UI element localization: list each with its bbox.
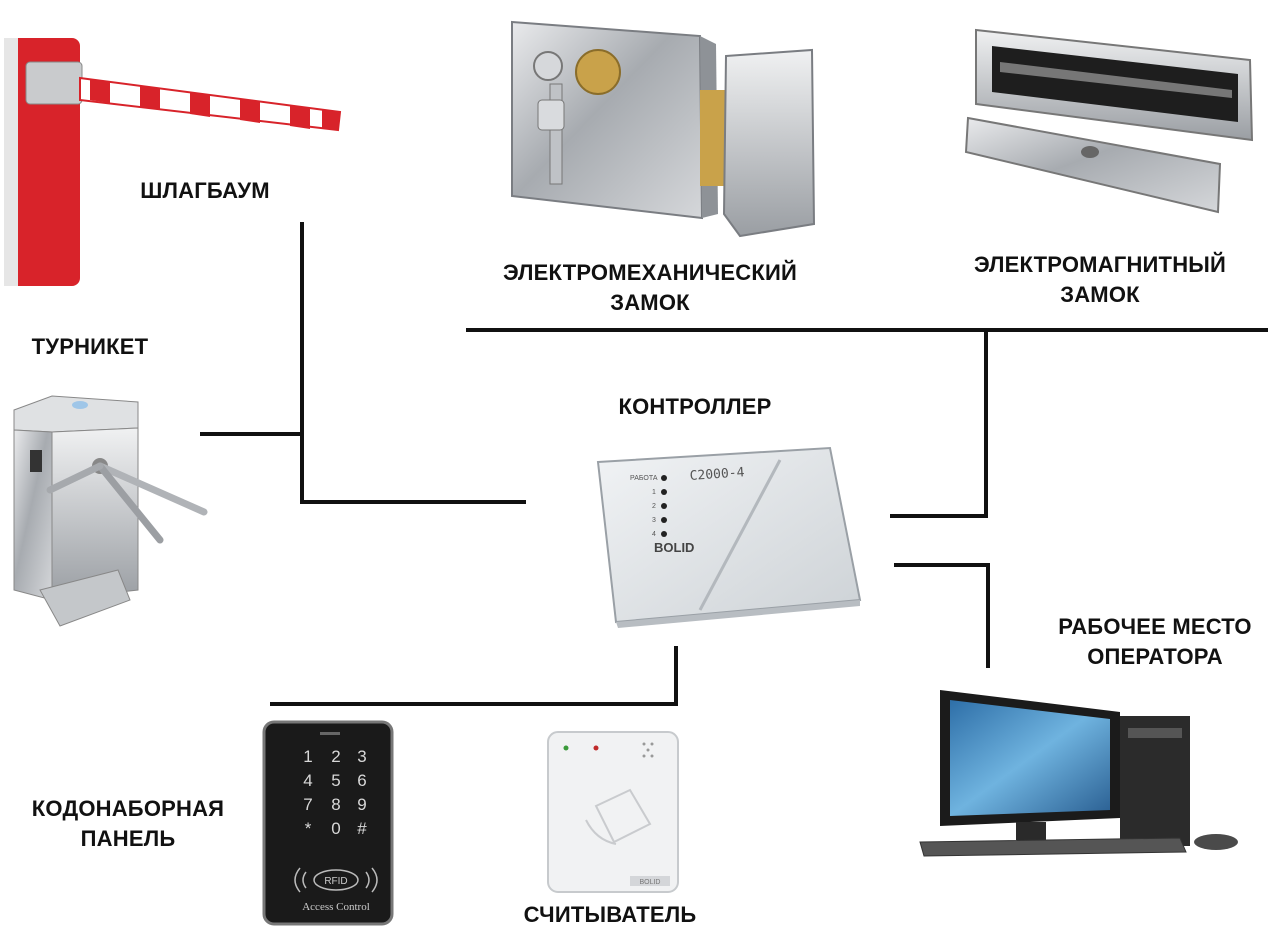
turnstile-image [13,395,208,627]
barrier-image [4,38,342,286]
controller-device [596,446,862,628]
controller-model: С2000-4 [689,465,745,484]
keypad-key: 9 [357,795,366,814]
keypad-key: * [305,819,312,838]
line-controller-locks [890,330,988,518]
controller-led-labels: РАБОТА 1 2 3 4 [630,475,658,538]
led-label-1: 1 [652,489,656,496]
line-controller-operator [894,563,990,668]
led-label-4: 4 [652,531,656,538]
keypad-caption: Access Control [302,901,370,913]
reader-brand: BOLID [639,879,660,886]
keypad-key: 1 [303,747,312,766]
label-controller-line: КОНТРОЛЛЕР [618,394,772,419]
led-label-work: РАБОТА [630,475,658,482]
label-electromagnetic-lock: ЭЛЕКТРОМАГНИТНЫЙ ЗАМОК [930,250,1270,310]
keypad-key: 6 [357,771,366,790]
keypad-key: 4 [303,771,312,790]
label-electromechanical-lock-line1: ЭЛЕКТРОМЕХАНИЧЕСКИЙ [503,260,797,285]
label-electromagnetic-lock-line2: ЗАМОК [1060,282,1140,307]
line-barrier-turnstile-controller [300,222,526,504]
led-label-2: 2 [652,503,656,510]
led-label-3: 3 [652,517,656,524]
controller-brand: BOLID [654,540,694,555]
keypad-device [262,720,394,926]
keypad-key: 0 [331,819,340,838]
connection-lines [200,222,1268,706]
keypad-keys: 1 2 3 4 5 6 7 8 9 * 0 # [303,747,367,838]
label-operator-line2: ОПЕРАТОРА [1087,644,1223,669]
label-reader: СЧИТЫВАТЕЛЬ [490,900,730,930]
keypad-key: 5 [331,771,340,790]
label-controller: КОНТРОЛЛЕР [580,392,810,422]
label-turnstile-line: ТУРНИКЕТ [31,334,149,359]
label-operator-workstation: РАБОЧЕЕ МЕСТО ОПЕРАТОРА [1030,612,1280,672]
label-electromagnetic-lock-line1: ЭЛЕКТРОМАГНИТНЫЙ [973,252,1227,277]
label-electromechanical-lock-line2: ЗАМОК [610,290,690,315]
label-keypad-line1: КОДОНАБОРНАЯ [31,796,225,821]
electromagnetic-lock-image [964,28,1254,214]
operator-workstation-image [919,690,1238,857]
line-controller-readers [270,646,678,706]
keypad-key: # [357,819,367,838]
label-barrier-line: ШЛАГБАУМ [140,178,270,203]
keypad-rfid-label: RFID [324,876,347,887]
keypad-key: 2 [331,747,340,766]
keypad-key: 8 [331,795,340,814]
label-operator-line1: РАБОЧЕЕ МЕСТО [1058,614,1252,639]
label-electromechanical-lock: ЭЛЕКТРОМЕХАНИЧЕСКИЙ ЗАМОК [460,258,840,318]
label-reader-line: СЧИТЫВАТЕЛЬ [523,902,697,927]
rfid-icon [294,867,378,893]
electromechanical-lock-image [511,20,816,238]
label-keypad: КОДОНАБОРНАЯ ПАНЕЛЬ [0,794,256,854]
label-turnstile: ТУРНИКЕТ [10,332,170,362]
keypad-key: 7 [303,795,312,814]
card-reader-device [547,731,679,893]
label-barrier: ШЛАГБАУМ [110,176,300,206]
keypad-key: 3 [357,747,366,766]
label-keypad-line2: ПАНЕЛЬ [80,826,176,851]
